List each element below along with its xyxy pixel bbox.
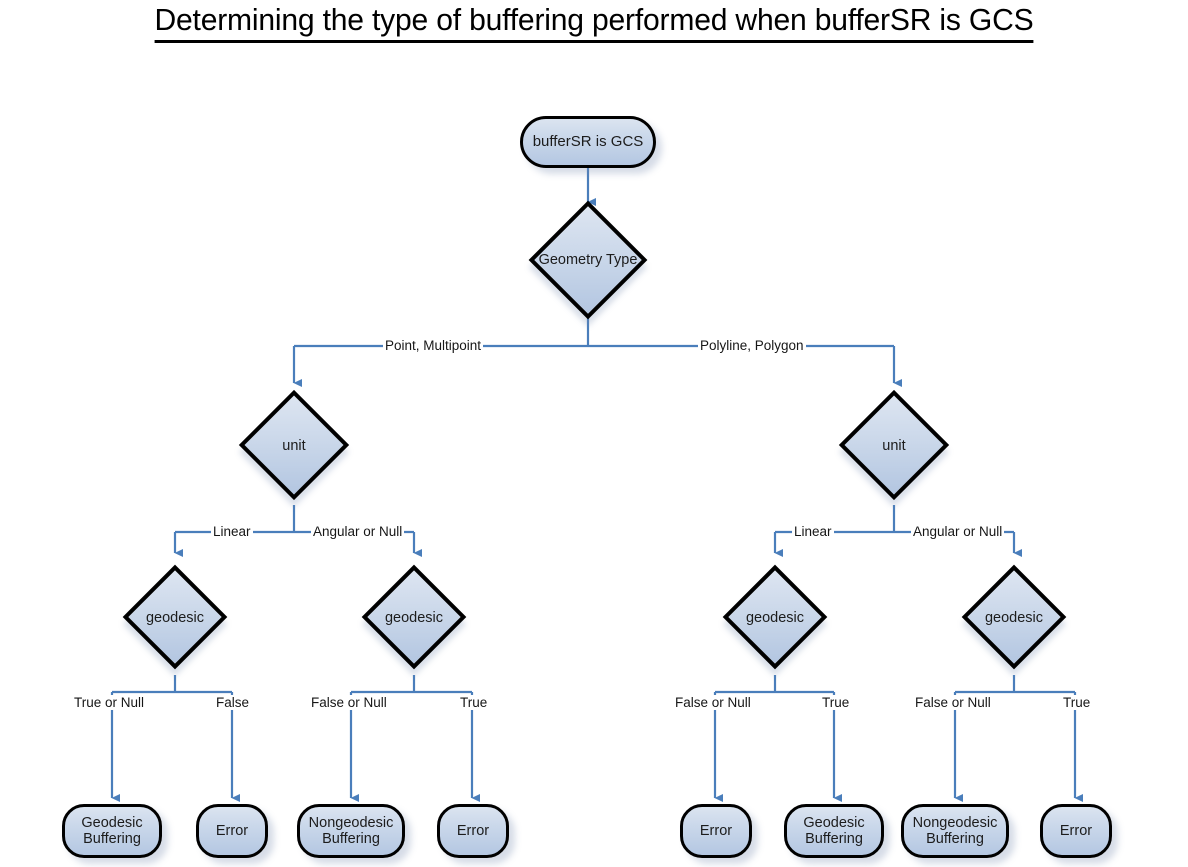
edge-label-geodesic4-false: False or Null: [913, 695, 993, 710]
edge-label-geodesic4-true: True: [1061, 695, 1093, 710]
edge-label-geodesic1-true: True or Null: [72, 695, 147, 710]
node-terminal-line2: Buffering: [805, 831, 863, 847]
node-terminal-line1: Geodesic: [803, 814, 865, 831]
node-terminal-line2: Buffering: [83, 831, 141, 847]
edge-label-point-multipoint: Point, Multipoint: [383, 338, 484, 353]
node-start-label: bufferSR is GCS: [532, 132, 644, 150]
page-title-text: Determining the type of buffering perfor…: [154, 2, 1034, 43]
node-terminal-geodesic-buffering-2[interactable]: Geodesic Buffering: [784, 804, 884, 858]
node-terminal-error-2[interactable]: Error: [437, 804, 509, 858]
edge-label-geodesic2-true: True: [458, 695, 490, 710]
node-terminal-error-1[interactable]: Error: [196, 804, 268, 858]
node-terminal-line2: Buffering: [926, 831, 984, 847]
node-terminal-error-4[interactable]: Error: [1040, 804, 1112, 858]
node-terminal-error-3[interactable]: Error: [680, 804, 752, 858]
edge-label-geodesic2-false: False or Null: [309, 695, 389, 710]
edge-label-polyline-polygon: Polyline, Polygon: [698, 338, 806, 353]
node-terminal-line1: Nongeodesic: [912, 814, 998, 831]
node-terminal-line1: Geodesic: [81, 814, 143, 831]
edge-label-angular-right: Angular or Null: [911, 524, 1005, 539]
node-terminal-line1: Error: [1059, 822, 1093, 839]
edge-label-linear-left: Linear: [211, 524, 253, 539]
edge-label-geodesic3-false: False or Null: [673, 695, 753, 710]
page-title: Determining the type of buffering perfor…: [18, 2, 1170, 43]
edge-label-angular-left: Angular or Null: [311, 524, 405, 539]
node-terminal-geodesic-buffering-1[interactable]: Geodesic Buffering: [62, 804, 162, 858]
edge-label-geodesic1-false: False: [214, 695, 252, 710]
edge-label-linear-right: Linear: [792, 524, 834, 539]
node-terminal-line2: Buffering: [322, 831, 380, 847]
edge-label-geodesic3-true: True: [820, 695, 852, 710]
node-terminal-line1: Error: [699, 822, 733, 839]
node-terminal-nongeodesic-buffering-2[interactable]: Nongeodesic Buffering: [901, 804, 1009, 858]
node-start[interactable]: bufferSR is GCS: [520, 116, 656, 168]
node-terminal-nongeodesic-buffering-1[interactable]: Nongeodesic Buffering: [297, 804, 405, 858]
node-terminal-line1: Error: [215, 822, 249, 839]
node-terminal-line1: Error: [456, 822, 490, 839]
node-terminal-line1: Nongeodesic: [308, 814, 394, 831]
